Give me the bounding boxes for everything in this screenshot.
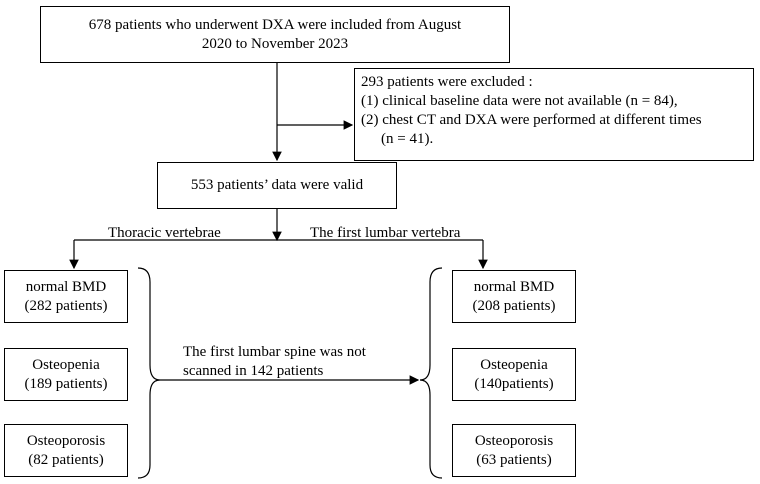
- lumbar-osteoporosis-label: Osteoporosis: [474, 432, 554, 449]
- lumbar-label: The first lumbar vertebra: [310, 225, 461, 241]
- excluded-reason-2-cont: (n = 41).: [381, 131, 434, 147]
- thoracic-normal-box: normal BMD (282 patients): [4, 270, 128, 323]
- thoracic-osteoporosis-box: Osteoporosis (82 patients): [4, 424, 128, 477]
- excluded-reason-1: (1) clinical baseline data were not avai…: [361, 93, 678, 109]
- lumbar-normal-count: (208 patients): [472, 297, 556, 314]
- valid-box: 553 patients’ data were valid: [157, 162, 397, 209]
- thoracic-normal-count: (282 patients): [24, 297, 108, 314]
- thoracic-osteoporosis-count: (82 patients): [28, 451, 104, 468]
- lumbar-osteoporosis-box: Osteoporosis (63 patients): [452, 424, 576, 477]
- thoracic-osteoporosis-label: Osteoporosis: [26, 432, 106, 449]
- excluded-reason-2: (2) chest CT and DXA were performed at d…: [361, 112, 702, 128]
- lumbar-osteopenia-count: (140patients): [474, 375, 554, 392]
- not-scanned-note: The first lumbar spine was not scanned i…: [183, 343, 366, 381]
- included-box: 678 patients who underwent DXA were incl…: [40, 6, 510, 63]
- excluded-box: 293 patients were excluded : (1) clinica…: [354, 68, 754, 161]
- thoracic-osteopenia-label: Osteopenia: [32, 356, 100, 373]
- thoracic-label: Thoracic vertebrae: [108, 225, 221, 241]
- lumbar-osteoporosis-count: (63 patients): [476, 451, 552, 468]
- not-scanned-line-1: The first lumbar spine was not: [183, 344, 366, 360]
- lumbar-normal-box: normal BMD (208 patients): [452, 270, 576, 323]
- lumbar-osteopenia-box: Osteopenia (140patients): [452, 348, 576, 401]
- included-text-line-1: 678 patients who underwent DXA were incl…: [88, 16, 462, 33]
- excluded-title: 293 patients were excluded :: [361, 74, 533, 90]
- included-text-line-2: 2020 to November 2023: [201, 35, 349, 52]
- lumbar-osteopenia-label: Osteopenia: [480, 356, 548, 373]
- left-brace: [137, 267, 161, 479]
- thoracic-normal-label: normal BMD: [25, 278, 107, 295]
- valid-text: 553 patients’ data were valid: [190, 177, 364, 193]
- lumbar-normal-label: normal BMD: [473, 278, 555, 295]
- right-brace: [419, 267, 443, 479]
- thoracic-osteopenia-box: Osteopenia (189 patients): [4, 348, 128, 401]
- thoracic-osteopenia-count: (189 patients): [24, 375, 108, 392]
- not-scanned-line-2: scanned in 142 patients: [183, 363, 324, 379]
